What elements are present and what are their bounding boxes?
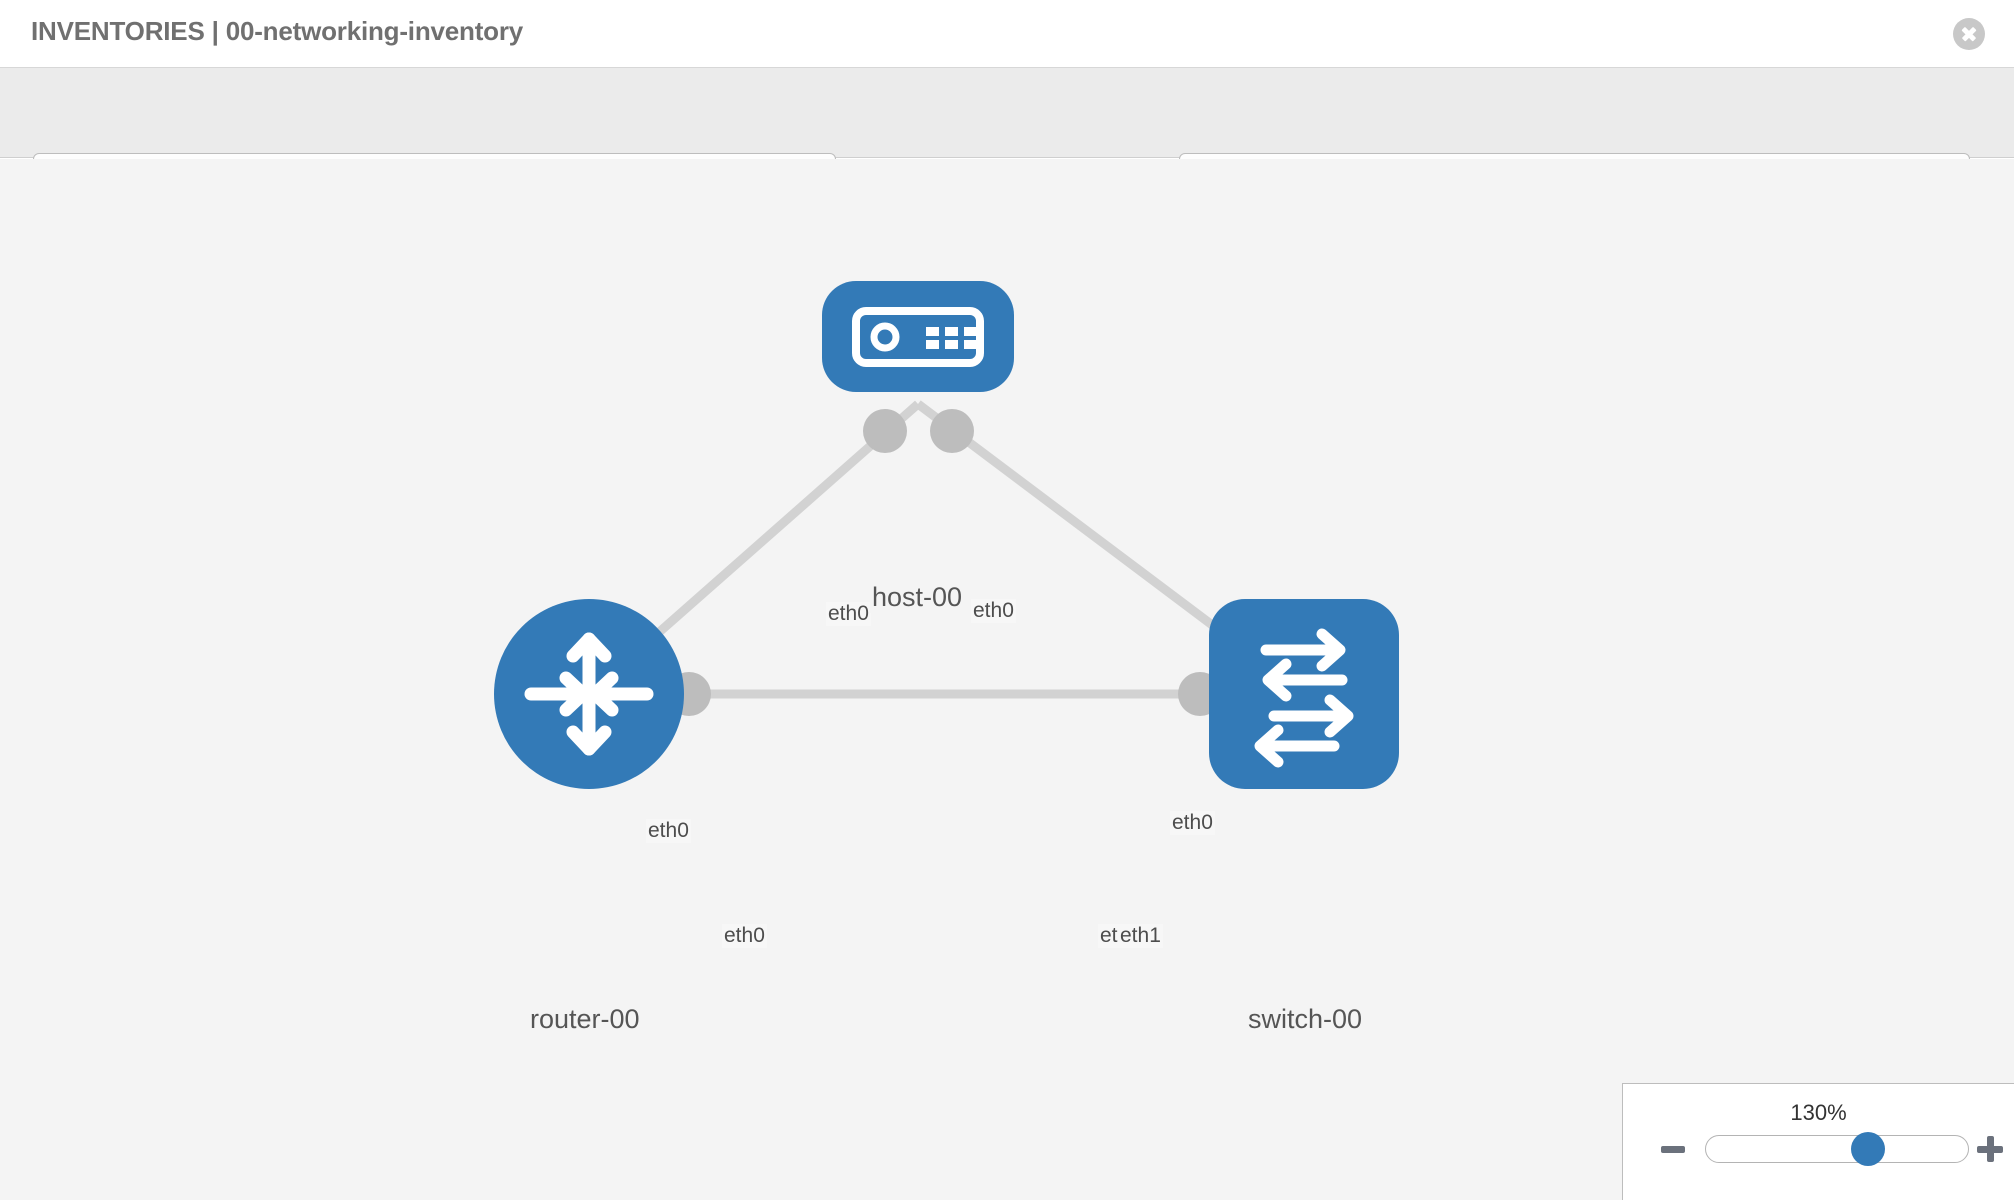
node-host-00[interactable] [822, 281, 1014, 392]
zoom-out-button[interactable] [1661, 1146, 1685, 1153]
page-header: INVENTORIES | 00-networking-inventory [0, 0, 2014, 68]
close-icon[interactable] [1953, 18, 1985, 50]
topology-anchors [667, 409, 1255, 716]
page-title: INVENTORIES | 00-networking-inventory [31, 16, 524, 46]
zoom-level-label: 130% [1790, 1100, 1847, 1125]
zoom-slider-thumb[interactable] [1851, 1132, 1885, 1166]
node-router-00[interactable] [494, 599, 684, 789]
topology-graph [494, 281, 1399, 789]
zoom-slider[interactable] [1705, 1132, 1969, 1166]
zoom-control-panel: 130% [1622, 1083, 2014, 1200]
anchor-host-left[interactable] [863, 409, 907, 453]
toolbar: ACTIONS SEARCH [0, 68, 2014, 208]
anchor-host-right[interactable] [930, 409, 974, 453]
zoom-in-button[interactable] [1977, 1136, 2003, 1162]
node-switch-00[interactable] [1209, 599, 1399, 789]
topology-canvas[interactable]: eth0 eth0 eth0 eth0 eth0 eth0 eth1 host-… [0, 159, 2014, 1200]
